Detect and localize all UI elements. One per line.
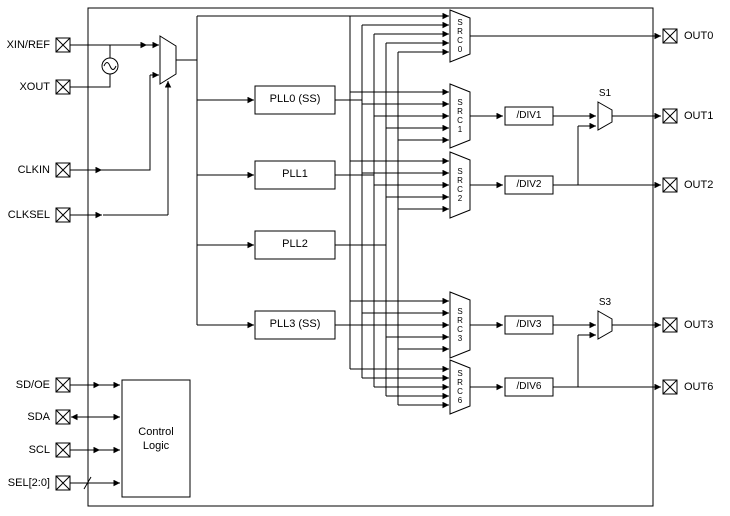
div2-box xyxy=(504,175,554,195)
terminal-xin-ref xyxy=(55,37,71,53)
pin-label-xout: XOUT xyxy=(19,81,50,93)
s3-mux-label: S3 xyxy=(598,297,612,308)
div1-box xyxy=(504,106,554,126)
pin-label-clkin: CLKIN xyxy=(17,164,50,176)
div2-label: /DIV2 xyxy=(516,179,542,190)
pll1-box xyxy=(254,160,336,190)
terminal-scl xyxy=(55,442,71,458)
reference-wires xyxy=(197,12,449,373)
terminal-out3 xyxy=(662,317,678,333)
pll1-label: PLL1 xyxy=(282,168,308,180)
chip-boundary xyxy=(87,7,654,507)
pin-label-xin-ref: XIN/REF xyxy=(6,39,50,51)
terminal-sd-oe xyxy=(55,377,71,393)
terminal-clksel xyxy=(55,207,71,223)
src6-mux xyxy=(449,359,471,415)
pll2-label: PLL2 xyxy=(282,238,308,250)
terminal-out2 xyxy=(662,177,678,193)
control-logic-label: Control Logic xyxy=(138,425,174,452)
output-wires xyxy=(470,32,661,391)
pin-label-out0: OUT0 xyxy=(684,30,714,42)
plain-wires xyxy=(70,16,579,490)
terminal-out6 xyxy=(662,379,678,395)
pin-label-clksel: CLKSEL xyxy=(7,209,50,221)
pin-label-out3: OUT3 xyxy=(684,319,714,331)
div3-box xyxy=(504,315,554,335)
terminal-sda xyxy=(55,409,71,425)
src3-mux xyxy=(449,291,471,359)
terminal-out0 xyxy=(662,28,678,44)
crystal-oscillator-icon xyxy=(101,57,119,75)
pin-label-sda: SDA xyxy=(27,411,50,423)
control-logic-box xyxy=(121,379,191,498)
pin-label-out2: OUT2 xyxy=(684,179,714,191)
terminal-clkin xyxy=(55,162,71,178)
s1-mux xyxy=(597,101,613,131)
pll2-box xyxy=(254,230,336,260)
pin-label-out1: OUT1 xyxy=(684,110,714,122)
pll3-box xyxy=(254,310,336,340)
output-terminals xyxy=(662,28,678,395)
input-wires xyxy=(70,41,172,219)
terminal-xout xyxy=(55,79,71,95)
control-wires xyxy=(70,381,120,487)
pll3-label: PLL3 (SS) xyxy=(269,318,321,330)
wires xyxy=(70,12,661,490)
pin-label-sel: SEL[2:0] xyxy=(7,477,50,489)
div1-label: /DIV1 xyxy=(516,110,542,121)
pin-label-out6: OUT6 xyxy=(684,381,714,393)
div3-label: /DIV3 xyxy=(516,319,542,330)
pin-label-scl: SCL xyxy=(28,444,50,456)
pin-label-sd-oe: SD/OE xyxy=(15,379,50,391)
pll-bus-wires xyxy=(362,21,449,409)
div6-box xyxy=(504,377,554,397)
s3-mux xyxy=(597,310,613,340)
pll0-box xyxy=(254,85,336,115)
src2-mux xyxy=(449,151,471,219)
input-clock-mux xyxy=(159,35,177,85)
terminal-sel xyxy=(55,475,71,491)
input-terminals xyxy=(55,37,71,491)
pll0-label: PLL0 (SS) xyxy=(269,93,321,105)
div6-label: /DIV6 xyxy=(516,381,542,392)
s1-mux-label: S1 xyxy=(598,88,612,99)
terminal-out1 xyxy=(662,108,678,124)
src0-mux xyxy=(449,9,471,63)
src1-mux xyxy=(449,83,471,149)
